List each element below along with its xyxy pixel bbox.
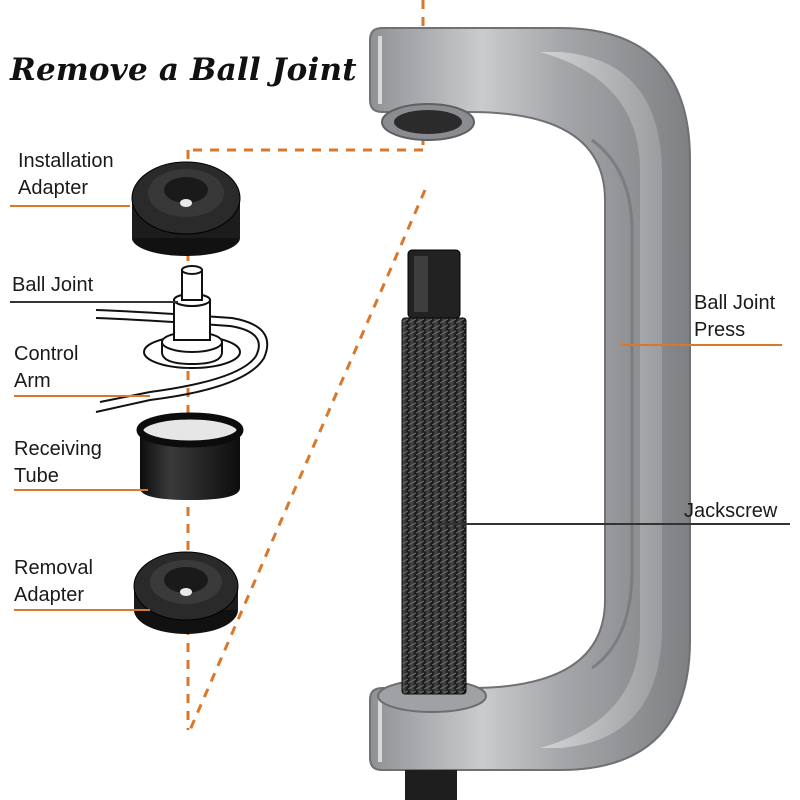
- label-removal-adapter-line1: Removal: [14, 557, 93, 579]
- label-receiving-tube-line1: Receiving: [14, 438, 102, 460]
- ball-joint-illustration: [95, 265, 269, 413]
- label-jackscrew-line1: Jackscrew: [684, 500, 778, 522]
- installation-adapter-illustration: [131, 161, 241, 256]
- label-ball-joint-press-line2: Press: [694, 319, 746, 341]
- threaded-jackscrew-illustration: [401, 249, 467, 695]
- label-ball-joint-press: Ball Joint Press: [694, 290, 775, 344]
- label-removal-adapter: Removal Adapter: [14, 555, 93, 609]
- label-control-arm-line1: Control: [14, 343, 79, 365]
- label-ball-joint-line1: Ball Joint: [12, 274, 94, 296]
- label-installation-adapter-line2: Adapter: [18, 177, 89, 199]
- label-ball-joint: Ball Joint: [12, 272, 93, 299]
- label-removal-adapter-line2: Adapter: [14, 584, 85, 606]
- guide-diagonal: [188, 189, 427, 731]
- label-control-arm: Control Arm: [14, 341, 78, 395]
- leader-lines: [10, 205, 790, 611]
- label-installation-adapter: Installation Adapter: [18, 148, 114, 202]
- label-receiving-tube: Receiving Tube: [14, 436, 102, 490]
- diagram-title: Remove a Ball Joint: [10, 52, 357, 88]
- label-receiving-tube-line2: Tube: [14, 465, 59, 487]
- label-jackscrew: Jackscrew: [684, 498, 777, 525]
- removal-adapter-illustration: [133, 551, 239, 634]
- label-ball-joint-press-line1: Ball Joint: [694, 292, 776, 314]
- label-control-arm-line2: Arm: [14, 370, 51, 392]
- label-installation-adapter-line1: Installation: [18, 150, 114, 172]
- receiving-tube-illustration: [136, 412, 244, 500]
